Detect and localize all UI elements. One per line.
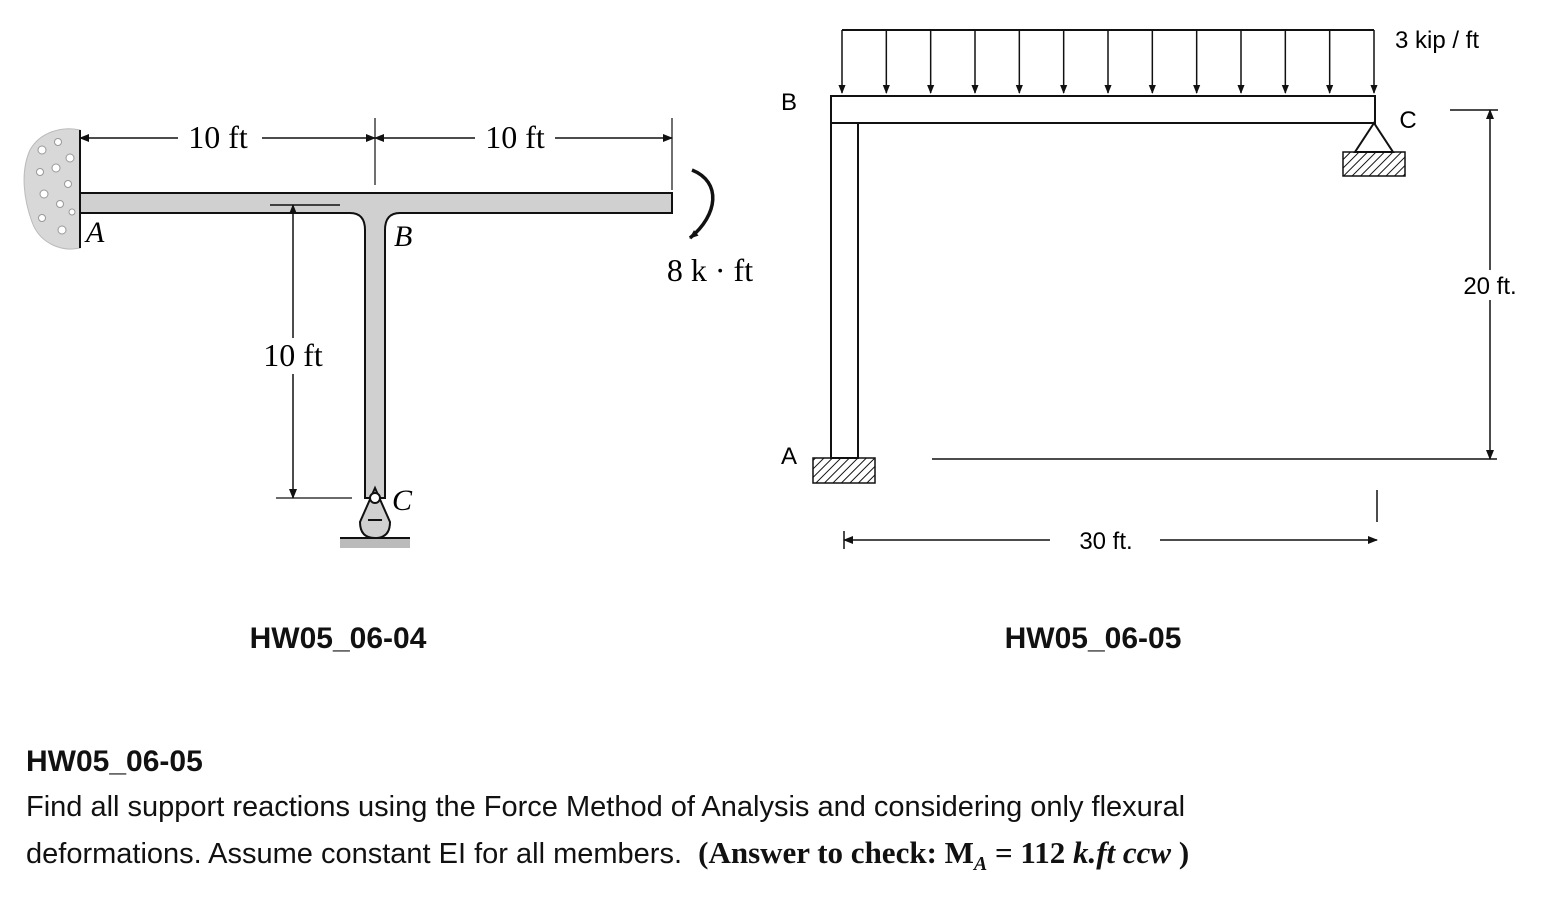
fig1-moment-label: 8 k · ft [667, 252, 753, 288]
distributed-load [838, 29, 1378, 94]
answer-close: ) [1171, 835, 1190, 870]
pin-support-c2 [1342, 121, 1406, 177]
fig2-dim-span: 30 ft. [1079, 528, 1132, 555]
dimension-horizontal [79, 118, 673, 190]
pin-support-c [340, 485, 410, 548]
dimension-span [843, 490, 1378, 549]
fig1-label-c: C [392, 484, 413, 517]
answer-sub: A [973, 853, 988, 876]
fig1-label-a: A [84, 216, 105, 249]
dimension-height [932, 109, 1498, 460]
fig2-label-a: A [781, 443, 797, 470]
problem-title: HW05_06-05 [26, 745, 203, 778]
fig2-label-c: C [1399, 107, 1416, 134]
fig1-caption: HW05_06-04 [250, 622, 427, 655]
answer-open: (Answer to check: M [698, 835, 974, 870]
answer-eq: = 112 [987, 835, 1073, 870]
problem-line-1: Find all support reactions using the For… [26, 791, 1186, 823]
problem-line-2: deformations. Assume constant EI for all… [26, 838, 682, 870]
fig2-dim-height: 20 ft. [1463, 273, 1516, 300]
fig1-dim-right: 10 ft [485, 119, 545, 155]
dimension-vertical [276, 204, 352, 499]
fig1-dim-vertical: 10 ft [263, 337, 323, 373]
t-member [79, 192, 673, 499]
fig2-caption: HW05_06-05 [1005, 622, 1182, 655]
beam-bc [830, 95, 1376, 124]
figure-hw05-06-04: 10 ft 10 ft 10 ft A B C 8 k · ft HW05_06… [23, 118, 753, 655]
fig2-label-b: B [781, 89, 797, 116]
column-ab [830, 95, 859, 459]
fig2-load-label: 3 kip / ft [1395, 27, 1479, 54]
fixed-support-a2 [812, 457, 876, 484]
fig1-dim-left: 10 ft [188, 119, 248, 155]
fig1-label-b: B [394, 220, 412, 253]
problem-line-2-row: deformations. Assume constant EI for all… [26, 830, 1546, 887]
answer-unit: k.ft ccw [1072, 835, 1172, 870]
moment-arrow [688, 168, 715, 240]
fixed-support-a [23, 128, 81, 250]
problem-statement: HW05_06-05 Find all support reactions us… [26, 740, 1546, 887]
figure-hw05-06-05: 3 kip / ft B C A 20 ft. 30 ft. HW05_06-0… [781, 27, 1517, 655]
answer-check: (Answer to check: MA = 112 k.ft ccw ) [698, 835, 1190, 875]
